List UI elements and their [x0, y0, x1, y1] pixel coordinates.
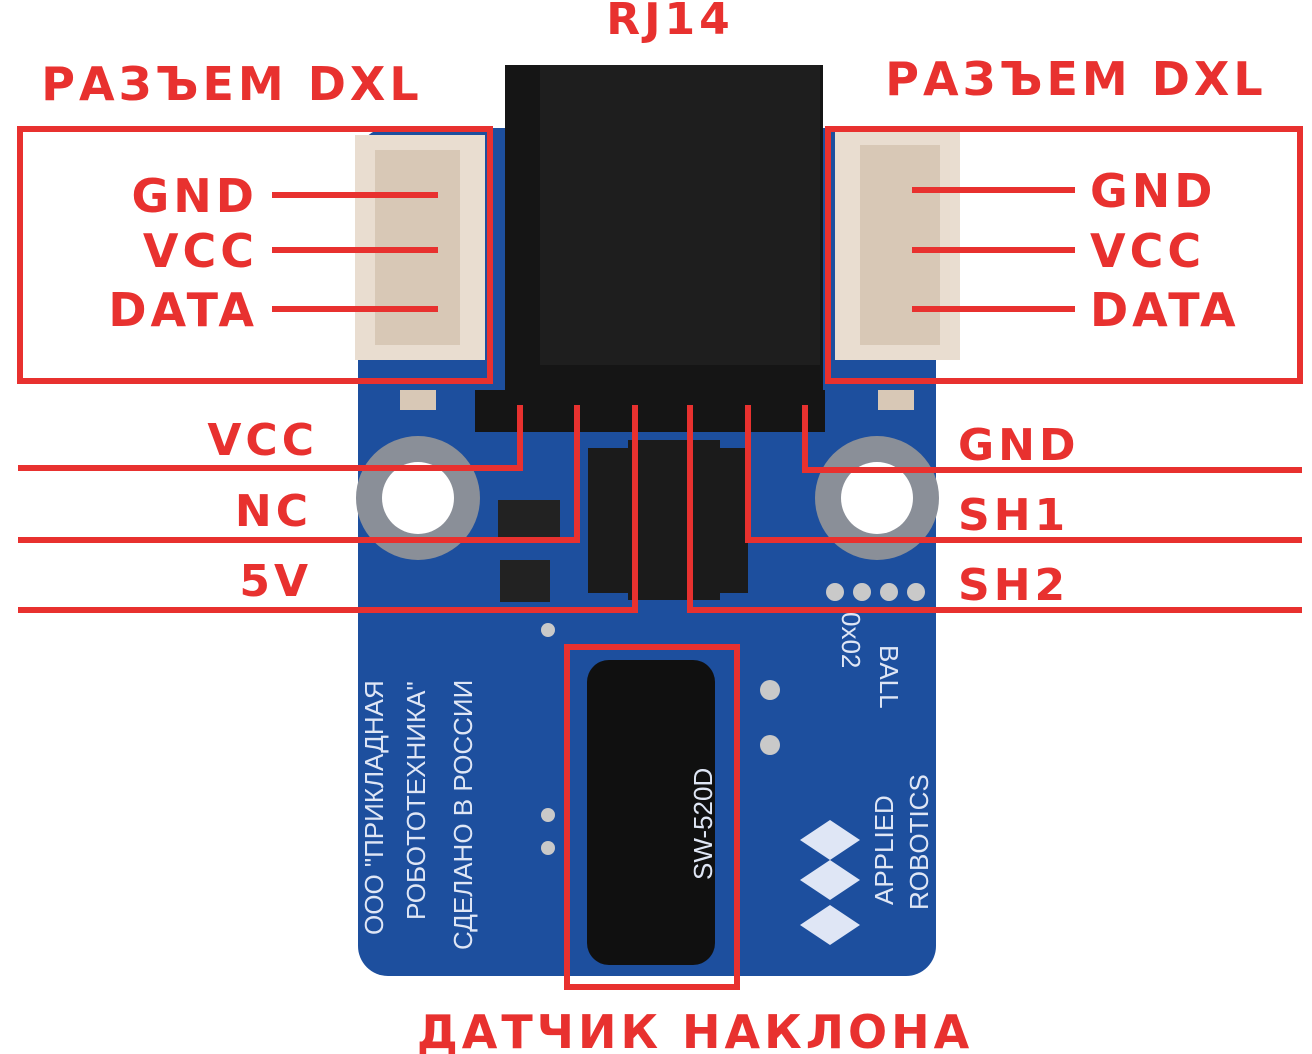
silk-module-id: 0x02: [836, 612, 866, 668]
pin-leader-lines: [18, 187, 1302, 613]
pin-header: [475, 390, 825, 432]
header-pin-sh2: SH2: [958, 560, 1069, 611]
header-pin-vcc: VCC: [207, 415, 318, 466]
solder-pads: [541, 583, 925, 855]
silk-company-2: РОБОТОТЕХНИКА": [401, 681, 431, 920]
applied-robotics-logo: [800, 820, 860, 945]
left-pin-data: DATA: [108, 283, 258, 337]
rj14-connector-face: [540, 65, 820, 365]
silk-made-in: СДЕЛАНО В РОССИИ: [448, 680, 478, 950]
header-pin-sh1: SH1: [958, 490, 1069, 541]
sensor-box: [564, 644, 740, 990]
silk-brand-1: APPLIED: [869, 795, 899, 905]
dxl-left-title: РАЗЪЕМ DXL: [41, 57, 422, 111]
silk-company-1: ООО "ПРИКЛАДНАЯ: [359, 680, 389, 935]
tilt-sensor: [587, 660, 715, 965]
sensor-part-text: SW-520D: [688, 768, 718, 880]
right-pin-data: DATA: [1090, 283, 1240, 337]
rj14-label: RJ14: [606, 0, 733, 45]
header-pin-gnd: GND: [958, 420, 1079, 471]
header-pin-5v: 5V: [239, 556, 312, 607]
dxl-connector-right: [835, 130, 960, 360]
silk-brand-2: ROBOTICS: [904, 774, 934, 910]
left-pin-gnd: GND: [132, 169, 258, 223]
ic-chip: [628, 440, 720, 600]
sensor-label: ДАТЧИК НАКЛОНА: [417, 1005, 973, 1054]
right-pin-vcc: VCC: [1090, 224, 1205, 278]
smd-components: [400, 390, 914, 602]
header-pin-nc: NC: [235, 486, 312, 537]
dxl-right-title: РАЗЪЕМ DXL: [885, 52, 1266, 106]
silk-module-name: BALL: [874, 645, 904, 709]
dxl-box-right: [825, 126, 1303, 384]
left-pin-vcc: VCC: [143, 224, 258, 278]
ic-chip-pins: [588, 448, 748, 593]
right-pin-gnd: GND: [1090, 164, 1216, 218]
dxl-box-left: [17, 126, 493, 384]
